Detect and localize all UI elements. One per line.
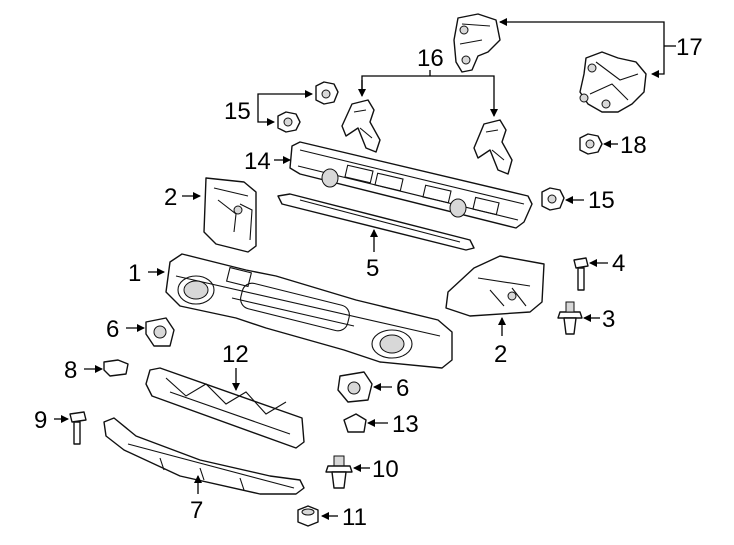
part-14-bumper-beam <box>289 141 533 229</box>
part-3-push-pin <box>557 301 583 335</box>
callout-10: 10 <box>353 456 399 483</box>
callout-8-label: 8 <box>64 357 77 384</box>
part-5-reinforcement-strip <box>277 193 475 251</box>
callout-15-left: 15 <box>224 90 313 126</box>
part-15-nut-upper <box>315 81 339 105</box>
part-17-side-bracket <box>579 51 647 113</box>
callout-6-left-label: 6 <box>106 316 119 343</box>
callout-3: 3 <box>583 306 615 333</box>
callout-9: 9 <box>34 407 69 434</box>
callout-8: 8 <box>64 357 103 384</box>
callout-12-label: 12 <box>222 341 249 368</box>
callout-16: 16 <box>358 45 498 117</box>
callout-5-label: 5 <box>366 255 379 282</box>
callout-12: 12 <box>222 341 249 391</box>
callout-17: 17 <box>499 18 703 78</box>
callout-16-label: 16 <box>417 45 444 72</box>
part-6-sensor-bracket-left <box>145 317 175 347</box>
callout-11: 11 <box>321 504 367 531</box>
part-13-clip <box>343 413 367 433</box>
callout-13: 13 <box>367 411 419 438</box>
part-4-bolt <box>573 257 589 291</box>
part-1-front-bumper <box>165 253 453 369</box>
part-7-skid-plate <box>103 417 305 495</box>
callout-15-left-label: 15 <box>224 98 251 125</box>
callout-9-label: 9 <box>34 407 47 434</box>
part-11-nut <box>297 505 319 527</box>
part-8-clip <box>103 359 129 377</box>
callout-6-right-label: 6 <box>396 375 409 402</box>
part-2-end-cap-left <box>203 177 257 253</box>
part-17-upper-bracket <box>453 13 501 73</box>
callout-4: 4 <box>589 250 625 277</box>
callout-2-right-label: 2 <box>494 341 507 368</box>
part-2-end-cap-right <box>445 255 545 317</box>
part-16-bracket-right <box>473 119 513 175</box>
part-12-skid-plate-bracket <box>145 367 305 449</box>
callout-1: 1 <box>128 260 165 287</box>
part-6-sensor-bracket-right <box>337 371 373 403</box>
part-9-bolt <box>69 411 87 445</box>
callout-15-right: 15 <box>565 187 615 214</box>
part-15-nut-lower <box>277 111 301 133</box>
callout-18-label: 18 <box>620 132 647 159</box>
callout-7-label: 7 <box>190 497 203 524</box>
callout-15-right-label: 15 <box>588 187 615 214</box>
part-10-push-pin <box>325 455 353 489</box>
callout-4-label: 4 <box>612 250 625 277</box>
callout-2-left: 2 <box>164 184 201 211</box>
callout-6-left: 6 <box>106 316 145 343</box>
part-16-bracket-left <box>341 99 381 153</box>
callout-3-label: 3 <box>602 306 615 333</box>
callout-10-label: 10 <box>372 456 399 483</box>
callout-6-right: 6 <box>373 375 409 402</box>
callout-1-label: 1 <box>128 260 141 287</box>
callout-13-label: 13 <box>392 411 419 438</box>
callout-2-left-label: 2 <box>164 184 177 211</box>
part-15-nut-right <box>541 187 565 211</box>
callout-7: 7 <box>190 475 203 524</box>
callout-17-label: 17 <box>676 34 703 61</box>
callout-14-label: 14 <box>244 148 271 175</box>
callout-18: 18 <box>603 132 647 159</box>
callout-14: 14 <box>244 148 291 175</box>
callout-5: 5 <box>366 229 379 282</box>
callout-2-right: 2 <box>494 317 507 368</box>
callout-11-label: 11 <box>342 504 367 531</box>
part-18-nut <box>579 133 603 155</box>
